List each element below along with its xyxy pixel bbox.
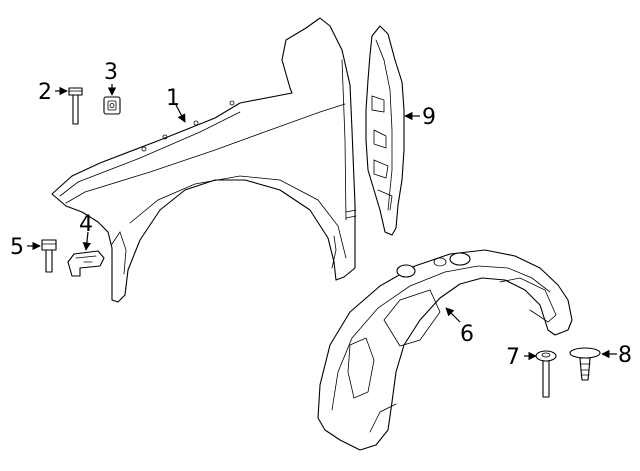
bracket-part-4 [67, 250, 105, 277]
callout-labels: 1 2 3 4 5 6 7 8 9 [10, 60, 632, 370]
push-clip-part-8 [569, 347, 601, 381]
callout-2: 2 [38, 80, 52, 105]
callout-6: 6 [460, 322, 474, 347]
fender-part [51, 17, 357, 303]
bolt-part-5 [41, 239, 57, 273]
callout-4: 4 [79, 212, 93, 237]
leader-4 [82, 231, 92, 251]
leader-1 [175, 104, 186, 123]
bolt-part-7 [535, 350, 557, 398]
callout-3: 3 [104, 60, 118, 85]
callout-5: 5 [10, 235, 24, 260]
callout-1: 1 [166, 86, 180, 111]
wheel-liner-part-6 [317, 249, 573, 451]
callout-7: 7 [506, 345, 520, 370]
callout-8: 8 [618, 343, 632, 368]
splash-shield-part-9 [365, 25, 405, 236]
clip-nut-part-3 [103, 96, 121, 115]
callout-9: 9 [422, 105, 436, 130]
leader-lines [27, 84, 617, 361]
leader-6 [445, 307, 461, 323]
bolt-part-2 [68, 87, 83, 125]
